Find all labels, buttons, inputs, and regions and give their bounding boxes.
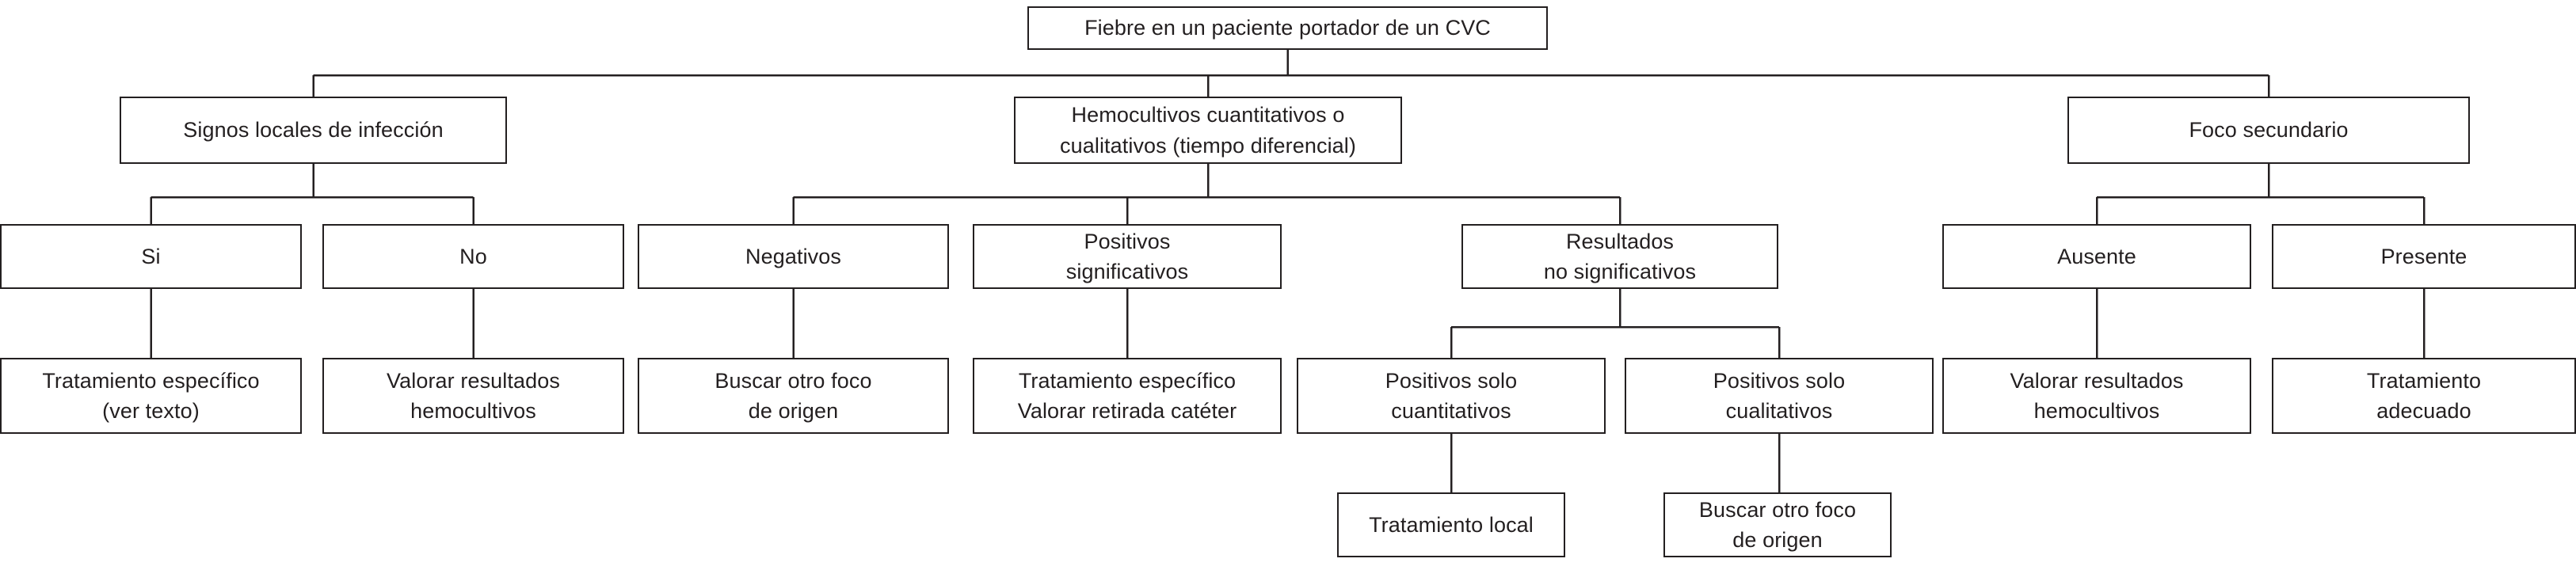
node-label: Tratamiento: [2366, 368, 2482, 393]
node-label: de origen: [1732, 528, 1823, 552]
node-label: Valorar resultados: [2010, 368, 2184, 393]
node-positivos-solo-cuantitativos: Positivos solo cuantitativos: [1297, 358, 1606, 434]
node-label: no significativos: [1543, 260, 1697, 283]
node-negativos: Negativos: [638, 224, 949, 289]
node-si: Si: [0, 224, 302, 289]
node-label: Tratamiento específico: [42, 368, 260, 393]
node-label: Signos locales de infección: [183, 118, 444, 142]
node-label: Valorar retirada catéter: [1017, 399, 1237, 423]
node-buscar-otro-foco-de-origen-right: Buscar otro foco de origen: [1663, 492, 1892, 557]
node-resultados-no-significativos: Resultados no significativos: [1461, 224, 1778, 289]
node-label: Tratamiento local: [1369, 512, 1534, 537]
node-positivos-significativos: Positivos significativos: [973, 224, 1282, 289]
node-label: cualitativos: [1725, 399, 1833, 423]
node-label: Fiebre en un paciente portador de un CVC: [1084, 16, 1491, 40]
node-tratamiento-especifico-ver-texto: Tratamiento específico (ver texto): [0, 358, 302, 434]
node-label: Positivos solo: [1385, 368, 1518, 393]
node-label: adecuado: [2376, 399, 2471, 423]
node-label: hemocultivos: [2033, 399, 2160, 423]
node-label: Buscar otro foco: [714, 368, 872, 393]
node-tratamiento-adecuado: Tratamiento adecuado: [2272, 358, 2576, 434]
node-label: Foco secundario: [2189, 118, 2349, 142]
node-label: Ausente: [2057, 244, 2136, 268]
node-label: Hemocultivos cuantitativos o: [1071, 103, 1345, 127]
node-label: cualitativos (tiempo diferencial): [1060, 133, 1356, 158]
node-label: cuantitativos: [1391, 399, 1511, 423]
node-label: de origen: [748, 399, 839, 423]
node-label: Valorar resultados: [387, 368, 560, 393]
node-label: Resultados: [1565, 229, 1675, 253]
node-buscar-otro-foco-de-origen-left: Buscar otro foco de origen: [638, 358, 949, 434]
node-label: (ver texto): [102, 399, 200, 423]
node-label: significativos: [1065, 260, 1189, 283]
node-valorar-resultados-hemocultivos-right: Valorar resultados hemocultivos: [1942, 358, 2251, 434]
node-ausente: Ausente: [1942, 224, 2251, 289]
node-signos: Signos locales de infección: [120, 97, 507, 164]
node-valorar-resultados-hemocultivos-left: Valorar resultados hemocultivos: [322, 358, 624, 434]
node-label: Positivos solo: [1713, 368, 1846, 393]
node-positivos-solo-cualitativos: Positivos solo cualitativos: [1625, 358, 1934, 434]
node-label: Negativos: [745, 244, 841, 268]
node-presente: Presente: [2272, 224, 2576, 289]
node-label: hemocultivos: [410, 399, 536, 423]
node-root: Fiebre en un paciente portador de un CVC: [1027, 6, 1548, 50]
node-label: Positivos: [1084, 229, 1171, 253]
node-label: No: [459, 244, 487, 268]
node-foco-secundario: Foco secundario: [2067, 97, 2470, 164]
node-hemocultivos: Hemocultivos cuantitativos o cualitativos…: [1014, 97, 1402, 164]
node-no: No: [322, 224, 624, 289]
node-label: Buscar otro foco: [1698, 497, 1857, 522]
node-tratamiento-local: Tratamiento local: [1337, 492, 1565, 557]
node-label: Si: [141, 244, 161, 268]
node-label: Presente: [2380, 244, 2467, 268]
node-label: Tratamiento específico: [1018, 368, 1237, 393]
